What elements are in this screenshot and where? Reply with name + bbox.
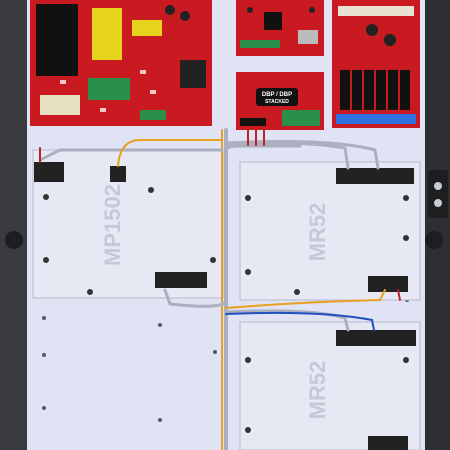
mr52-bottom-silkscreen: MR52 [305,361,330,420]
connector [110,166,126,182]
connector [155,272,207,288]
dbp-label-plate [256,88,298,106]
dbp-stacked-board: DBP / DBP STACKED [236,72,324,130]
mr52-top-silkscreen: MR52 [305,203,330,262]
wiring-harness [38,128,401,450]
mr52-bottom-panel: MR52 [239,321,421,450]
power-supply-board [30,0,212,126]
connector [368,276,408,292]
connector [336,330,416,346]
transformer [36,4,78,76]
hinge-mount-left [5,231,23,249]
controller-board [236,0,324,56]
relay-board [332,0,420,128]
ethernet-jack [298,30,318,44]
connector [368,436,408,450]
hinge-mount-right [425,231,443,249]
mr52-top-panel: MR52 [239,161,421,301]
terminal-block [282,110,320,126]
terminal-block [88,78,130,100]
side-rail-right [425,0,450,450]
dbp-label-line2: STACKED [265,99,289,105]
relays [340,70,410,110]
chip [264,12,282,30]
latch-hole [434,182,442,190]
mp1502-panel: MP1502 [32,149,224,299]
latch-hole [434,199,442,207]
mp1502-silkscreen: MP1502 [100,184,125,266]
terminal-block-blue [336,114,416,124]
inductor [92,8,122,60]
dbp-label-line1: DBP / DBP [262,92,292,98]
connector [336,168,414,184]
latch-bracket [428,170,448,218]
connector [34,162,64,182]
